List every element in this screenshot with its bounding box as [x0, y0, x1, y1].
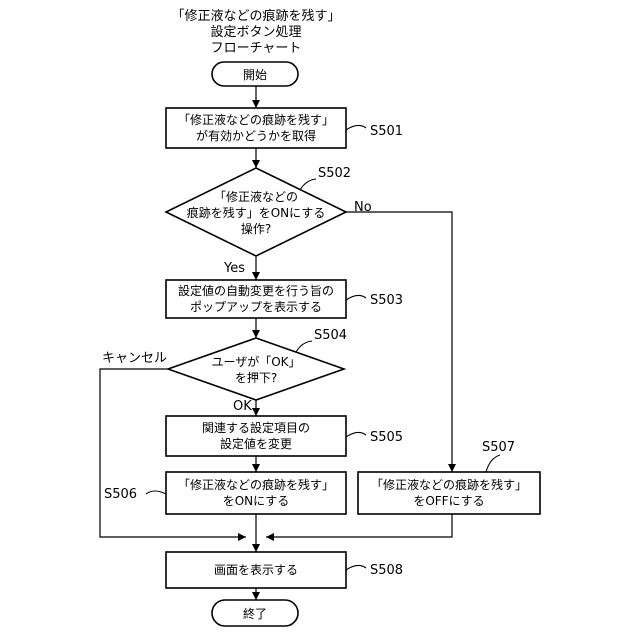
- edge-label-yes: Yes: [223, 261, 245, 276]
- s504-label: S504: [314, 328, 347, 343]
- title-line-3: フローチャート: [211, 41, 302, 56]
- edge-s507-to-merge: [266, 514, 452, 537]
- s507-text-line-1: 「修正液などの痕跡を残す」: [371, 477, 527, 492]
- edge-label-cancel: キャンセル: [102, 351, 167, 366]
- end-text: 終了: [243, 606, 267, 621]
- s505-text-line-2: 設定値を変更: [220, 436, 292, 451]
- s502-text-line-3: 操作?: [241, 221, 271, 236]
- s508-label: S508: [370, 563, 403, 578]
- start-text: 開始: [243, 68, 267, 82]
- s508-text: 画面を表示する: [214, 563, 298, 577]
- s501-text-line-2: が有効かどうかを取得: [196, 128, 316, 143]
- s505-text-line-1: 関連する設定項目の: [202, 420, 310, 435]
- s501-text-line-1: 「修正液などの痕跡を残す」: [178, 112, 334, 127]
- title-line-1: 「修正液などの痕跡を残す」: [171, 8, 340, 24]
- s506-text-line-1: 「修正液などの痕跡を残す」: [178, 477, 334, 492]
- decision-s502: 「修正液などの 痕跡を残す」をONにする 操作? S502: [166, 166, 351, 256]
- start-terminal: 開始: [212, 62, 298, 86]
- edge-label-no: No: [354, 200, 372, 215]
- end-terminal: 終了: [212, 600, 298, 626]
- s505-label: S505: [370, 430, 403, 445]
- s502-label: S502: [318, 166, 351, 181]
- diagram-title: 「修正液などの痕跡を残す」 設定ボタン処理 フローチャート: [171, 8, 340, 56]
- s503-label: S503: [370, 293, 403, 308]
- step-s503: 設定値の自動変更を行う旨の ポップアップを表示する S503: [166, 280, 403, 318]
- s503-text-line-1: 設定値の自動変更を行う旨の: [178, 283, 334, 298]
- step-s505: 関連する設定項目の 設定値を変更 S505: [166, 416, 403, 456]
- s507-label: S507: [482, 440, 515, 455]
- s506-text-line-2: をONにする: [223, 494, 290, 508]
- s502-text-line-2: 痕跡を残す」をONにする: [187, 205, 326, 220]
- s504-text-line-1: ユーザが「OK」: [211, 354, 300, 369]
- s503-text-line-2: ポップアップを表示する: [190, 300, 322, 314]
- s501-label: S501: [370, 124, 403, 139]
- edge-label-ok: OK: [233, 399, 252, 414]
- s502-text-line-1: 「修正液などの: [214, 189, 298, 204]
- step-s506: 「修正液などの痕跡を残す」 をONにする S506: [104, 472, 346, 514]
- step-s501: 「修正液などの痕跡を残す」 が有効かどうかを取得 S501: [166, 108, 403, 148]
- s507-text-line-2: をOFFにする: [413, 494, 484, 508]
- title-line-2: 設定ボタン処理: [210, 24, 301, 40]
- decision-s504: ユーザが「OK」 を押下? S504: [168, 328, 347, 400]
- s504-text-line-2: を押下?: [235, 371, 277, 385]
- step-s507: 「修正液などの痕跡を残す」 をOFFにする S507: [358, 440, 540, 514]
- step-s508: 画面を表示する S508: [166, 552, 403, 588]
- s506-label: S506: [104, 487, 137, 502]
- flow-edges: [100, 86, 452, 600]
